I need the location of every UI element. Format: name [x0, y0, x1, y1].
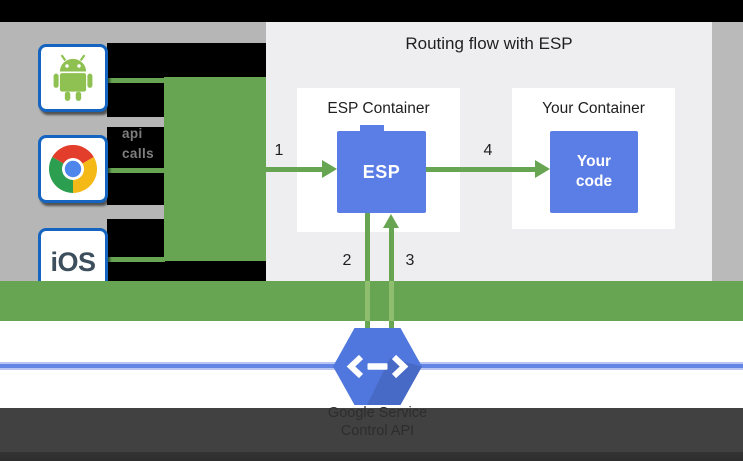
green-service-band: [0, 281, 743, 321]
arrow-1-head: [322, 160, 337, 178]
step-label-3: 3: [405, 252, 415, 269]
ios-connector-line: [107, 257, 165, 262]
panel-title: Routing flow with ESP: [405, 34, 573, 53]
step-label-4: 4: [483, 142, 493, 159]
service-caption: Google Service Control API: [302, 404, 453, 440]
arrow-3-band-segment: [389, 281, 394, 321]
api-calls-line2: calls: [122, 146, 155, 161]
arrow-2-band-segment: [365, 281, 370, 321]
gray-divider-band-1: [0, 117, 164, 127]
arrow-4-line: [426, 167, 537, 172]
step-label-2: 2: [342, 252, 352, 269]
step-label-1: 1: [274, 142, 284, 159]
your-code-line2: code: [575, 173, 613, 190]
chrome-client-box: [38, 135, 108, 203]
your-code-line1: Your: [576, 153, 612, 170]
android-client-box: [38, 44, 108, 112]
api-calls-label: api calls: [122, 124, 166, 164]
android-connector-line: [107, 78, 165, 83]
service-caption-line2: Control API: [340, 423, 415, 439]
arrow-4-head: [535, 160, 550, 178]
your-container-label: Your Container: [542, 100, 645, 117]
right-gray-margin: [712, 22, 743, 281]
top-black-bar: [0, 0, 743, 22]
gray-divider-band-2: [0, 205, 164, 219]
your-code-node: Your code: [550, 131, 638, 213]
esp-top-tab: [360, 125, 384, 133]
android-icon: [53, 54, 93, 101]
cloud-endpoints-hexagon-icon: [333, 328, 422, 405]
bottom-dark-band: [0, 408, 743, 461]
arrow-3-head: [383, 214, 399, 228]
service-caption-line1: Google Service: [327, 405, 428, 421]
esp-container-label: ESP Container: [327, 100, 430, 117]
arrow-3-line: [389, 228, 394, 330]
esp-node: ESP: [337, 131, 426, 213]
chrome-connector-line: [107, 168, 165, 173]
chrome-icon: [49, 145, 97, 193]
ios-label: iOS: [50, 246, 96, 277]
api-calls-line1: api: [122, 126, 143, 141]
green-aggregation-bar: [164, 77, 266, 261]
esp-node-label: ESP: [362, 161, 401, 182]
arrow-1-line: [266, 167, 324, 172]
arrow-2-line: [365, 213, 370, 330]
